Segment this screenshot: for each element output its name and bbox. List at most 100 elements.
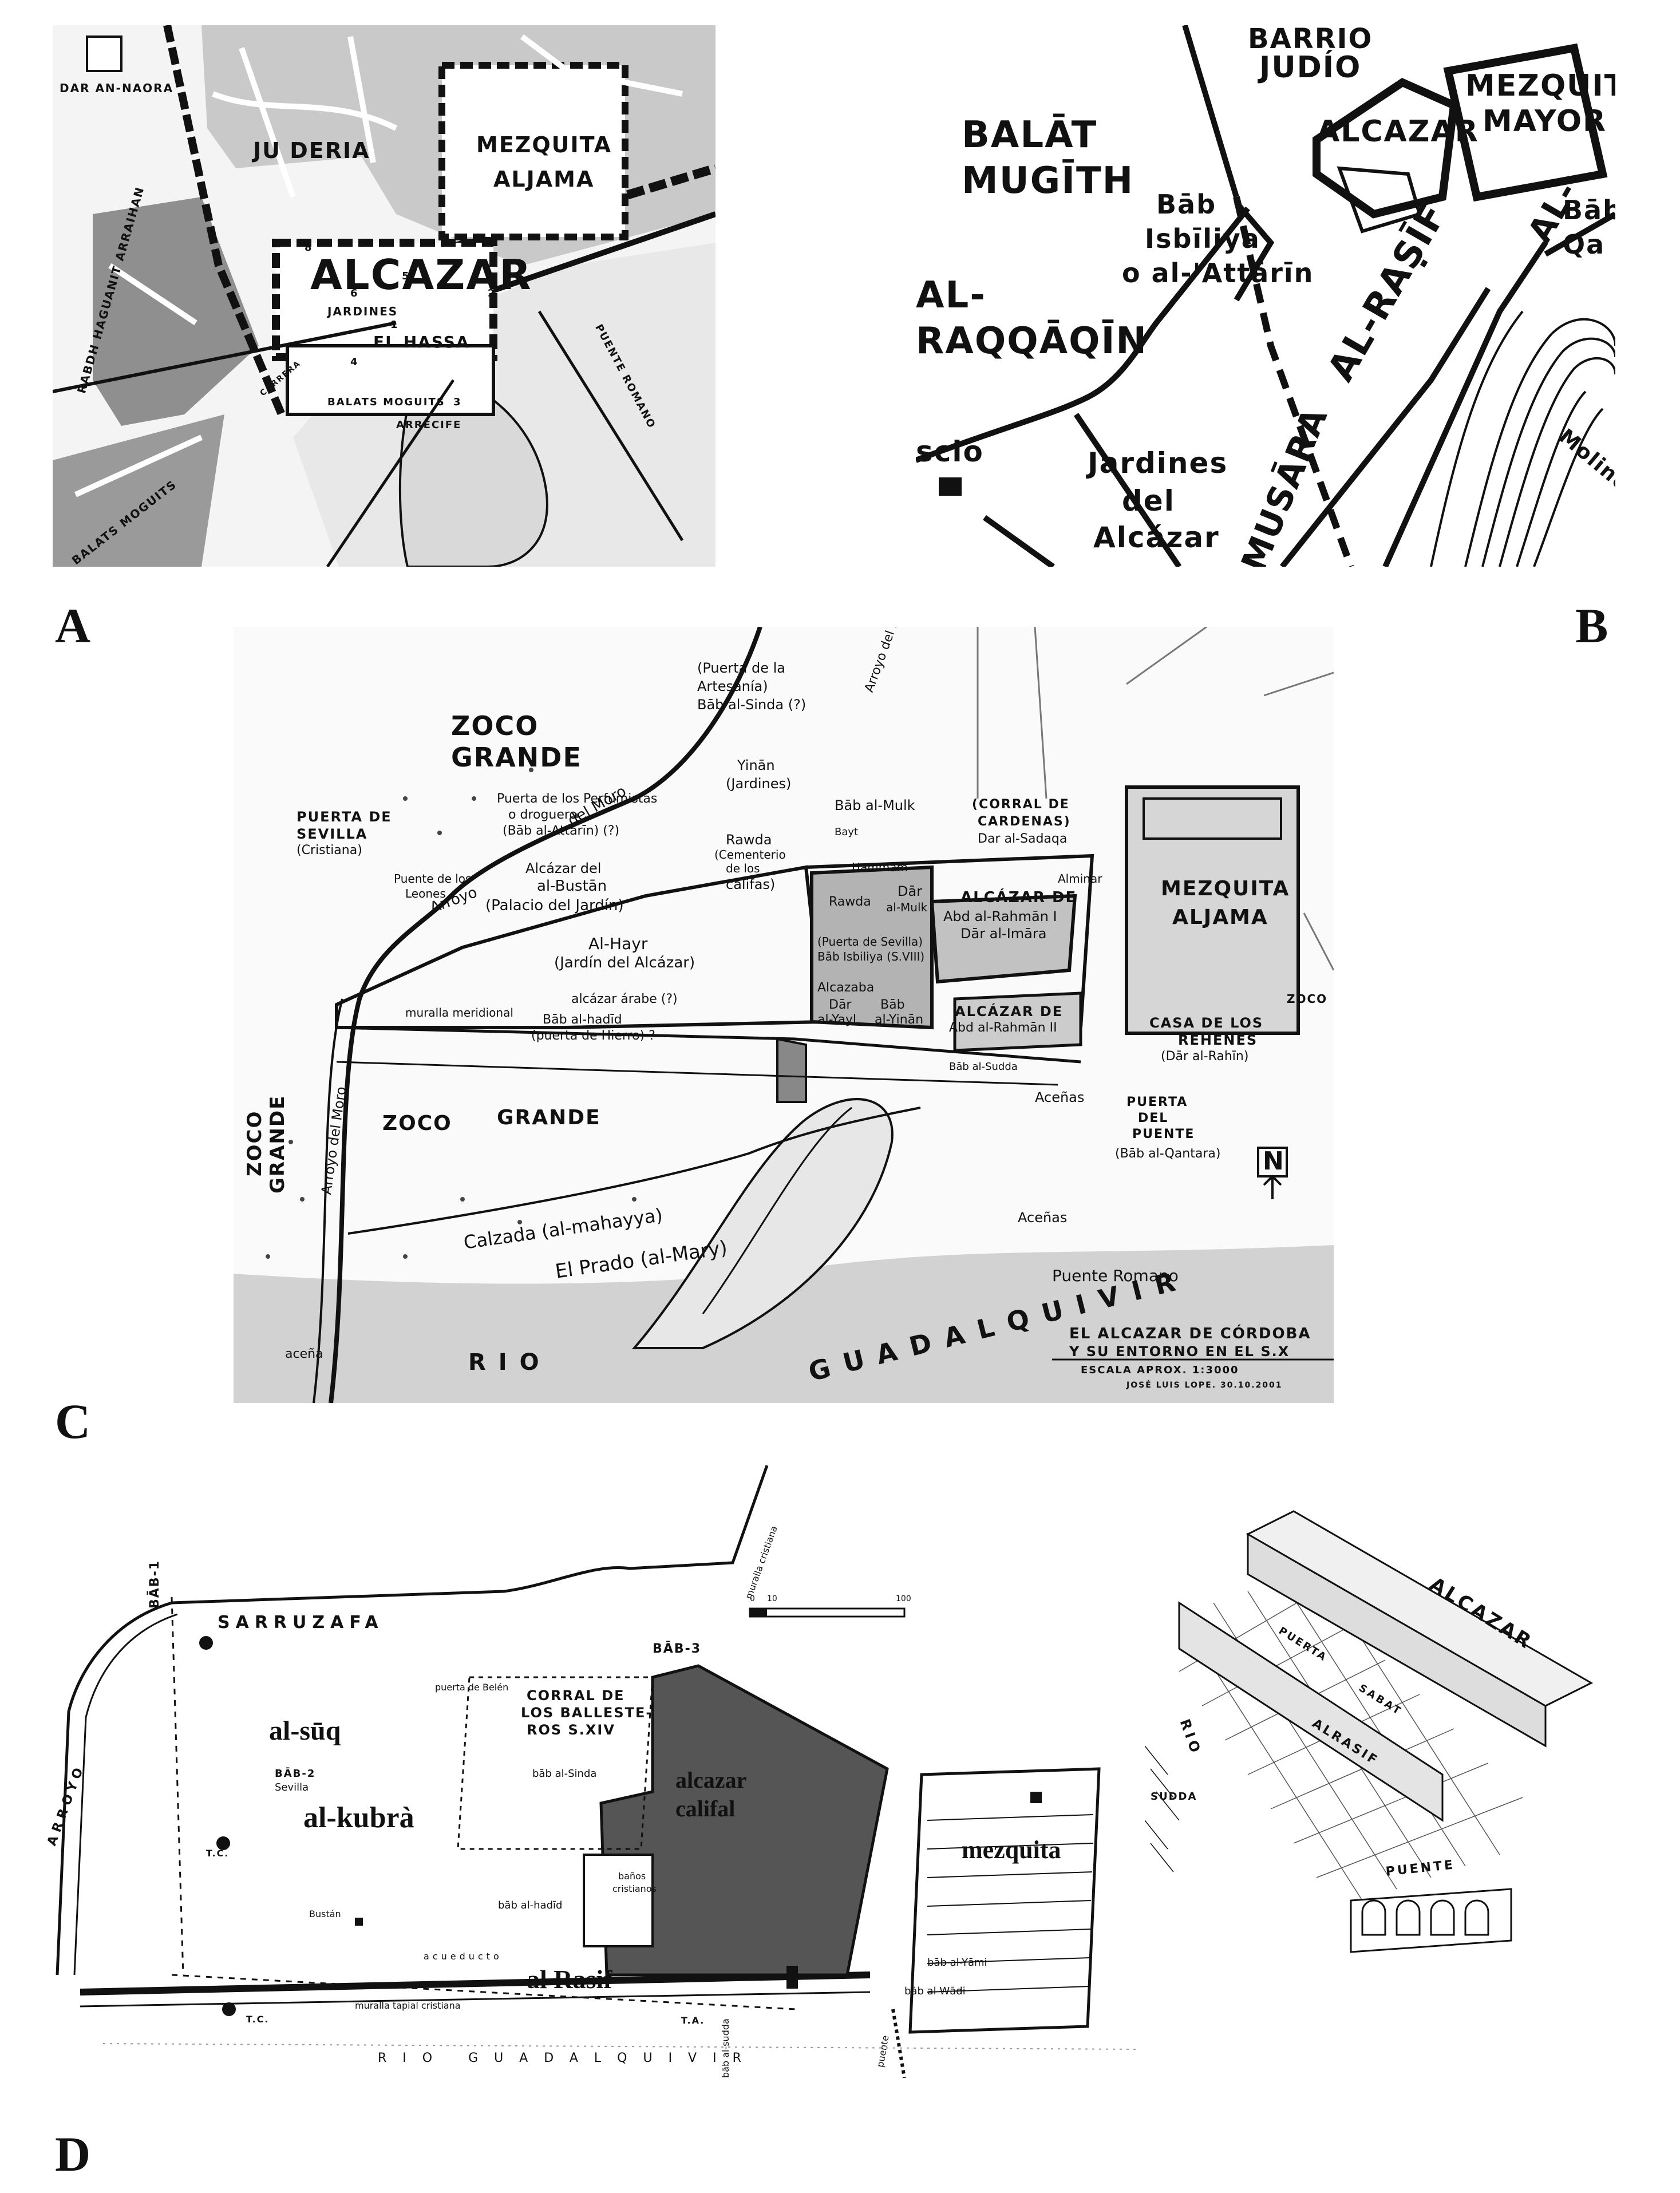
label-zoco-grande-1: ZOCO: [451, 710, 539, 741]
label-jardines: Jardines: [1088, 446, 1228, 480]
label-hammam: Hammām: [852, 860, 908, 874]
label-perfumistas: Puerta de los Perfumistas: [497, 792, 658, 806]
label-al-hayr: Al-Hayr: [588, 934, 648, 953]
label-al-rasif-d: al Rasif: [527, 1965, 612, 1994]
label-corral: CORRAL DE: [527, 1688, 625, 1704]
label-abd-rahman: Abd al-Rahmān I: [943, 908, 1057, 924]
label-dar-mulk-2: al-Mulk: [886, 900, 928, 914]
label-puerta-hierro: (puerta de Hierro) ?: [531, 1029, 655, 1043]
label-grande-vertical: GRANDE: [266, 1094, 289, 1194]
label-tc-1: T.C.: [206, 1848, 230, 1859]
label-zoco-small: ZOCO: [1287, 992, 1328, 1006]
label-acenas: Aceñas: [1035, 1089, 1085, 1105]
label-dar-imara: Dār al-Imāra: [960, 926, 1047, 942]
label-al-bustan: al-Bustān: [537, 878, 607, 895]
label-corral-cardenas: (CORRAL DE: [972, 797, 1070, 812]
label-raqqaqin: RAQQĀQĪN: [916, 320, 1148, 362]
label-mezquita: MEZQUITA: [1465, 69, 1615, 103]
label-num-3: 3: [453, 396, 462, 408]
label-puente: PUENTE: [1132, 1127, 1195, 1141]
label-jardin-alcazar: (Jardín del Alcázar): [554, 954, 695, 971]
panel-b-map-drawing: [916, 25, 1615, 567]
label-rio: RIO: [468, 1349, 552, 1376]
label-puerta-sevilla-c: (Puerta de Sevilla): [817, 935, 923, 949]
panel-c-map-drawing: [234, 627, 1334, 1403]
label-puerta-sevilla: PUERTA DE: [297, 809, 392, 825]
label-sarruzafa: SARRUZAFA: [218, 1613, 384, 1633]
scale-100: 100: [896, 1594, 911, 1603]
label-califal: califal: [675, 1796, 736, 1821]
label-mezquita-c: MEZQUITA: [1161, 877, 1290, 900]
label-num-5: 5: [402, 270, 410, 282]
label-bab-hadid-d: bāb al-hadīd: [498, 1899, 563, 1911]
panel-a-map-drawing: [53, 25, 716, 567]
label-cementerio: (Cementerio: [714, 848, 786, 862]
label-dar-sadaqa: Dar al-Sadaqa: [978, 832, 1068, 846]
label-balat: BALĀT: [962, 114, 1098, 156]
label-bab-hadid: Bāb al-hadīd: [543, 1013, 622, 1027]
label-bab-sudda-d: bāb al-sudda: [720, 2018, 731, 2078]
scale-10: 10: [767, 1594, 777, 1603]
label-bab-2: BĀB-2: [275, 1768, 316, 1780]
label-al-kubra: al-kubrà: [303, 1801, 414, 1834]
label-jardines: JARDINES: [327, 305, 398, 318]
map-title-1: EL ALCAZAR DE CÓRDOBA: [1069, 1325, 1311, 1342]
label-el-hassa: EL HASSA: [373, 333, 470, 351]
label-cristiana: (Cristiana): [297, 843, 362, 858]
label-alminar: Alminar: [1058, 872, 1102, 886]
label-alcazar-califal: alcazar: [675, 1767, 747, 1793]
label-muralla: muralla meridional: [405, 1006, 513, 1020]
label-alcazar-2-c: ALCÁZAR DE: [955, 1003, 1064, 1020]
label-bab-3: BĀB-3: [653, 1642, 702, 1656]
label-bab-1: Bāb: [1156, 189, 1217, 220]
label-acenas-2: Aceñas: [1018, 1210, 1068, 1226]
label-zoco-grande-2b: GRANDE: [497, 1106, 601, 1129]
label-barrio: BARRIO: [1248, 25, 1373, 55]
label-balats-moguits: BALATS MOGUITS: [327, 396, 445, 408]
label-alcazaba: Alcazaba: [817, 981, 875, 995]
label-del-puente: DEL: [1138, 1111, 1169, 1125]
label-attarin: o al-'Attārīn: [1122, 258, 1314, 289]
map-title-2: Y SU ENTORNO EN EL S.X: [1069, 1344, 1290, 1360]
label-bayt: Bayt: [835, 826, 859, 838]
label-alcazar-abd: ALCÁZAR DE: [960, 889, 1077, 906]
label-banos: baños: [618, 1871, 646, 1882]
label-puerta-sevilla-2: SEVILLA: [297, 826, 368, 842]
panel-b-letter: B: [1575, 598, 1608, 653]
label-bab-yinan: Bāb: [880, 998, 905, 1012]
label-dar-rahin: (Dār al-Rahīn): [1161, 1049, 1249, 1064]
panel-a-letter: A: [55, 598, 91, 653]
label-num-6: 6: [350, 287, 359, 299]
label-ros-sxiv: ROS S.XIV: [527, 1722, 615, 1738]
label-mezquita: MEZQUITA: [476, 132, 612, 157]
label-muralla-cristiana: muralla tapial cristiana: [355, 2000, 461, 2011]
label-sudda-3d: SUDDA: [1151, 1791, 1197, 1803]
label-al: AL-: [916, 274, 986, 317]
label-num-1: 1: [390, 319, 399, 331]
label-acueducto: acueducto: [424, 1951, 503, 1962]
label-bustan: Bustán: [309, 1908, 341, 1919]
label-puerta-belen: puerta de Belén: [435, 1682, 509, 1693]
label-tc-2: T.C.: [246, 2014, 270, 2025]
label-alcazar: ALCAZAR: [1317, 114, 1479, 149]
label-mugith: MUGĪTH: [962, 160, 1135, 202]
label-acena: aceña: [285, 1347, 323, 1361]
label-sevilla: Sevilla: [275, 1781, 309, 1793]
panel-d-letter: D: [55, 2127, 91, 2182]
label-mezquita-d: mezquita: [962, 1836, 1061, 1864]
scale-0: 0: [750, 1594, 755, 1603]
panel-d-perspective-drawing: [1145, 1500, 1603, 1992]
label-aljama-c: ALJAMA: [1172, 906, 1268, 929]
label-dar: Dār: [829, 998, 852, 1012]
label-palacio-jardin: (Palacio del Jardín): [485, 897, 624, 914]
label-aljama: ALJAMA: [493, 167, 595, 192]
label-bab-qantara: (Bāb al-Qantara): [1115, 1147, 1221, 1161]
label-puente-romano: Puente Romano: [1052, 1266, 1179, 1285]
label-zoco-vertical: ZOCO: [243, 1110, 266, 1176]
label-num-8: 8: [305, 242, 313, 254]
label-mayor: MAYOR: [1483, 104, 1607, 139]
label-bab-mulk: Bāb al-Mulk: [835, 797, 915, 813]
label-yinan: Yinān: [737, 757, 775, 773]
label-judio: JUDÍO: [1259, 50, 1362, 85]
label-bab-sudda: Bāb al-Sudda: [949, 1061, 1018, 1073]
